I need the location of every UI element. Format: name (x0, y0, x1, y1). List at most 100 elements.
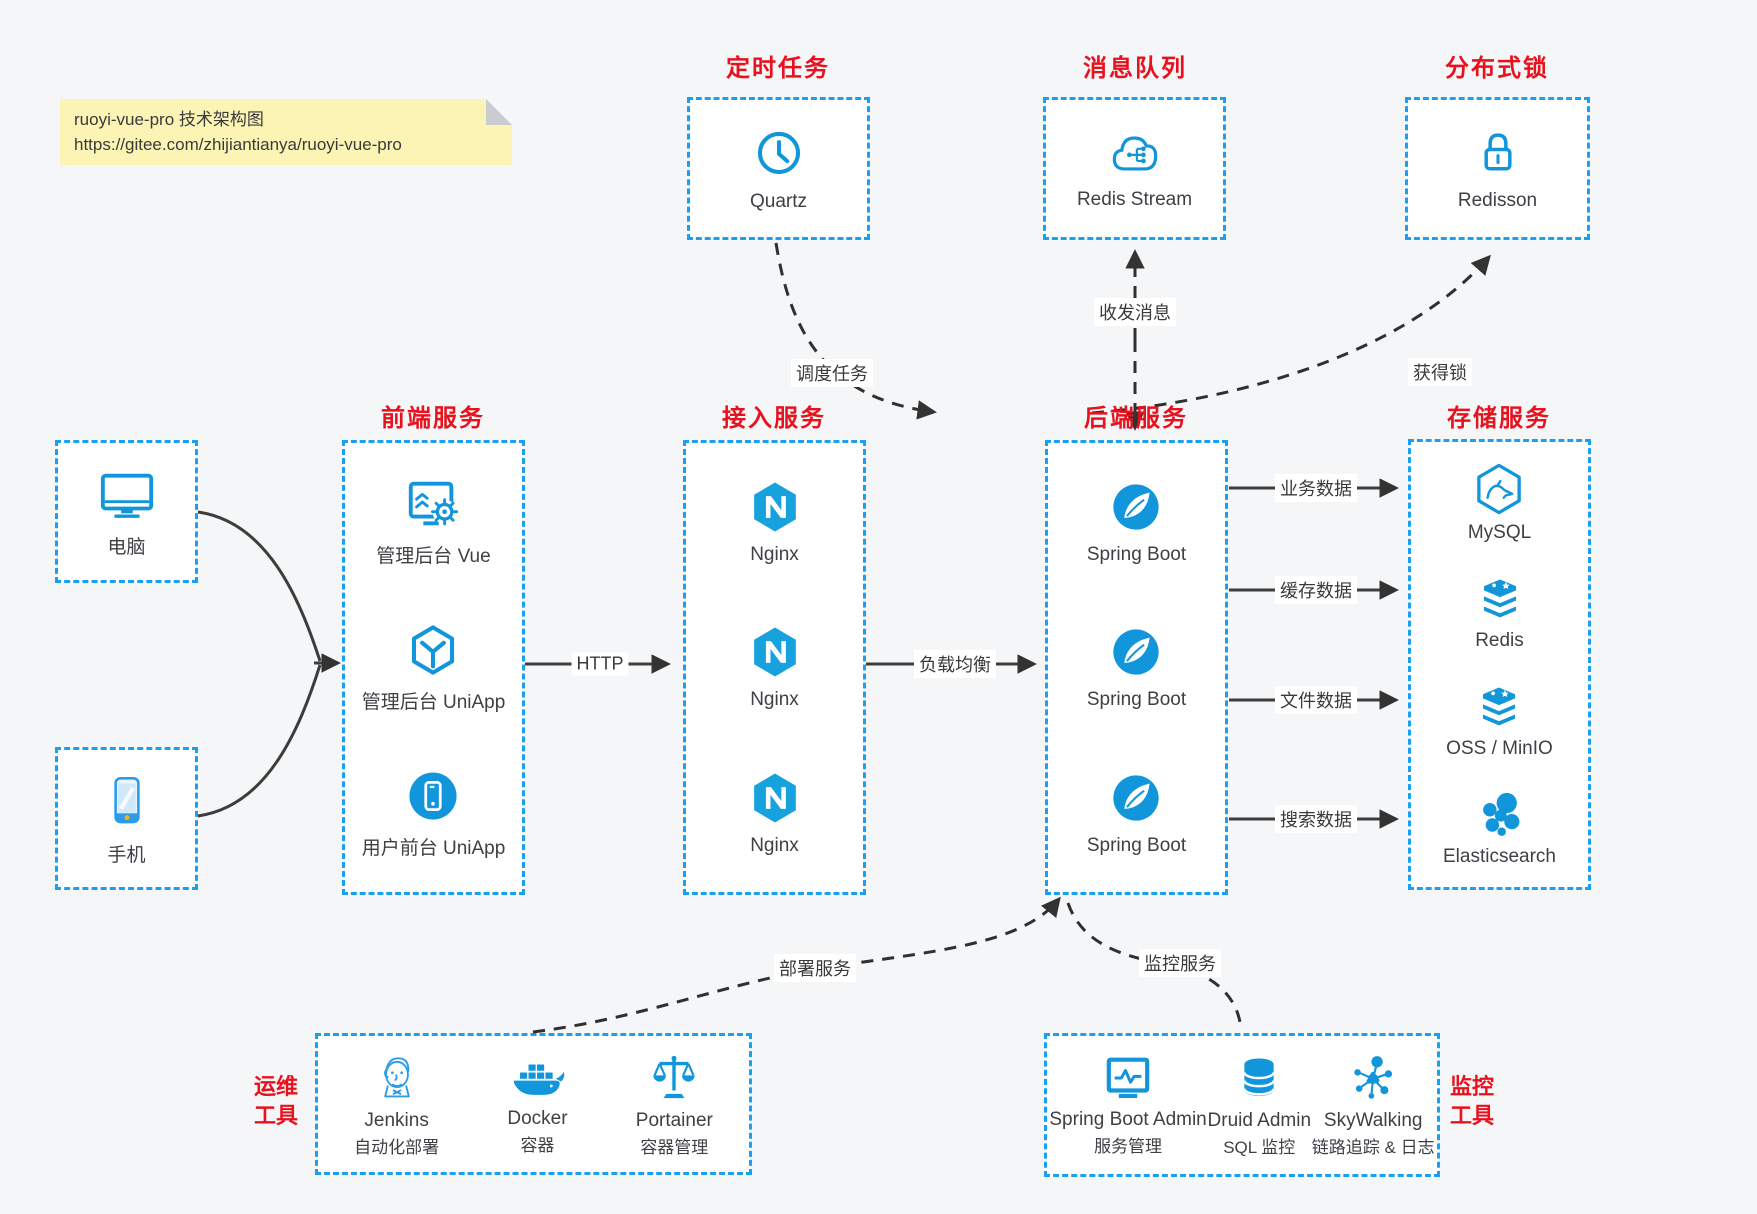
label-file-data: 文件数据 (1275, 686, 1357, 714)
admin-vue-label: 管理后台 Vue (376, 546, 491, 568)
jenkins-desc: 自动化部署 (354, 1138, 440, 1158)
title-message-queue: 消息队列 (1083, 55, 1187, 82)
druid-admin-name: Druid Admin (1207, 1110, 1312, 1132)
monitor-tools-title: 监控 工具 (1450, 1072, 1494, 1130)
title-storage: 存储服务 (1447, 405, 1551, 432)
admin-uniapp-node: 管理后台 UniApp (362, 621, 505, 714)
redis-stream-box: Redis Stream (1043, 97, 1226, 240)
spring-boot-label: Spring Boot (1086, 835, 1187, 857)
nginx-node: Nginx (746, 623, 804, 711)
jenkins-node: Jenkins 自动化部署 (354, 1050, 439, 1157)
gateway-box: Nginx Nginx Nginx (683, 440, 866, 895)
title-gateway: 接入服务 (722, 405, 826, 432)
monitor-tools-box: Spring Boot Admin 服务管理 Druid Admin SQL 监… (1044, 1033, 1440, 1177)
label-acquire-lock: 获得锁 (1408, 358, 1472, 386)
edge-acquire-lock (1091, 254, 1491, 415)
database-cylinder-icon (1233, 1052, 1285, 1104)
spring-boot-label: Spring Boot (1086, 689, 1187, 711)
cloud-mq-icon (1105, 126, 1165, 180)
monitor-title-line1: 监控 (1450, 1074, 1495, 1099)
monitor-pulse-icon (1101, 1053, 1155, 1103)
redis-label: Redis (1475, 630, 1524, 652)
smartphone-icon (99, 771, 155, 831)
phone-circle-icon (404, 767, 462, 825)
nginx-hexagon-icon (746, 769, 804, 827)
ops-tools-box: Jenkins 自动化部署 Docker 容器 (315, 1033, 752, 1175)
nginx-node: Nginx (746, 478, 804, 566)
title-distributed-lock: 分布式锁 (1445, 55, 1549, 82)
quartz-box: Quartz (687, 97, 870, 240)
elasticsearch-label: Elasticsearch (1443, 845, 1556, 867)
frontend-box: 管理后台 Vue 管理后台 UniApp 用户前台 UniApp (342, 440, 525, 895)
spring-boot-label: Spring Boot (1086, 543, 1187, 565)
note-url: https://gitee.com/zhijiantianya/ruoyi-vu… (74, 135, 402, 154)
redis-stack-icon (1473, 571, 1527, 625)
redisson-label: Redisson (1457, 190, 1538, 211)
backend-box: Spring Boot Spring Boot Spring Boot (1045, 440, 1228, 895)
druid-admin-desc: SQL 监控 (1223, 1138, 1296, 1158)
title-scheduled-tasks: 定时任务 (726, 55, 830, 82)
spring-boot-admin-node: Spring Boot Admin 服务管理 (1049, 1053, 1207, 1157)
nginx-label: Nginx (750, 543, 799, 565)
nginx-hexagon-icon (746, 623, 804, 681)
spring-boot-node: Spring Boot (1087, 623, 1186, 711)
spring-boot-admin-name: Spring Boot Admin (1049, 1109, 1207, 1131)
clock-icon (750, 124, 808, 182)
spring-boot-node: Spring Boot (1087, 478, 1186, 566)
label-load-balance: 负载均衡 (914, 650, 996, 678)
nginx-label: Nginx (750, 689, 799, 711)
portainer-name: Portainer (635, 1110, 713, 1132)
oss-minio-node: OSS / MinIO (1446, 679, 1553, 760)
spring-leaf-icon (1107, 769, 1165, 827)
note-fold-corner (486, 99, 512, 125)
quartz-label: Quartz (749, 191, 808, 212)
skywalking-name: SkyWalking (1323, 1110, 1423, 1132)
scales-icon (647, 1050, 701, 1104)
label-send-receive-message: 收发消息 (1094, 298, 1176, 326)
title-frontend: 前端服务 (381, 405, 485, 432)
portainer-desc: 容器管理 (640, 1138, 709, 1158)
cube-icon (404, 621, 462, 679)
docker-whale-icon (508, 1052, 566, 1102)
oss-minio-label: OSS / MinIO (1446, 737, 1553, 759)
note-title: ruoyi-vue-pro 技术架构图 (74, 110, 264, 129)
edge-phone-to-frontend (197, 664, 322, 818)
pc-client-box: 电脑 (55, 440, 198, 583)
spring-leaf-icon (1107, 623, 1165, 681)
edge-pc-to-frontend (197, 510, 322, 662)
spring-leaf-icon (1107, 478, 1165, 536)
storage-stack-icon (1472, 679, 1526, 733)
storage-box: MySQL Redis (1408, 439, 1591, 890)
padlock-icon (1470, 125, 1526, 181)
label-http: HTTP (571, 652, 629, 676)
redis-node: Redis (1473, 571, 1527, 652)
sticky-note: ruoyi-vue-pro 技术架构图 https://gitee.com/zh… (60, 99, 512, 165)
docker-name: Docker (507, 1108, 568, 1130)
portainer-node: Portainer 容器管理 (636, 1050, 713, 1157)
nginx-label: Nginx (750, 835, 799, 857)
monitor-title-line2: 工具 (1450, 1103, 1495, 1128)
mysql-node: MySQL (1468, 461, 1531, 544)
phone-client-box: 手机 (55, 747, 198, 890)
desktop-icon (96, 465, 158, 523)
nginx-hexagon-icon (746, 478, 804, 536)
mysql-hexagon-icon (1471, 461, 1527, 517)
redis-stream-label: Redis Stream (1076, 189, 1193, 210)
druid-admin-node: Druid Admin SQL 监控 (1207, 1052, 1312, 1158)
ops-title-line2: 工具 (254, 1103, 299, 1128)
spring-boot-admin-desc: 服务管理 (1094, 1137, 1163, 1157)
user-uniapp-node: 用户前台 UniApp (361, 767, 506, 860)
ops-tools-title: 运维 工具 (254, 1072, 298, 1130)
label-business-data: 业务数据 (1275, 474, 1357, 502)
admin-vue-node: 管理后台 Vue (376, 475, 491, 568)
user-uniapp-label: 用户前台 UniApp (361, 837, 506, 859)
label-search-data: 搜索数据 (1275, 805, 1357, 833)
jenkins-name: Jenkins (364, 1110, 429, 1132)
monitor-gear-icon (402, 475, 464, 533)
title-backend: 后端服务 (1084, 405, 1188, 432)
elasticsearch-node: Elasticsearch (1443, 787, 1556, 868)
docker-node: Docker 容器 (507, 1052, 568, 1155)
spring-boot-node: Spring Boot (1087, 769, 1186, 857)
label-deploy-service: 部署服务 (774, 954, 856, 982)
